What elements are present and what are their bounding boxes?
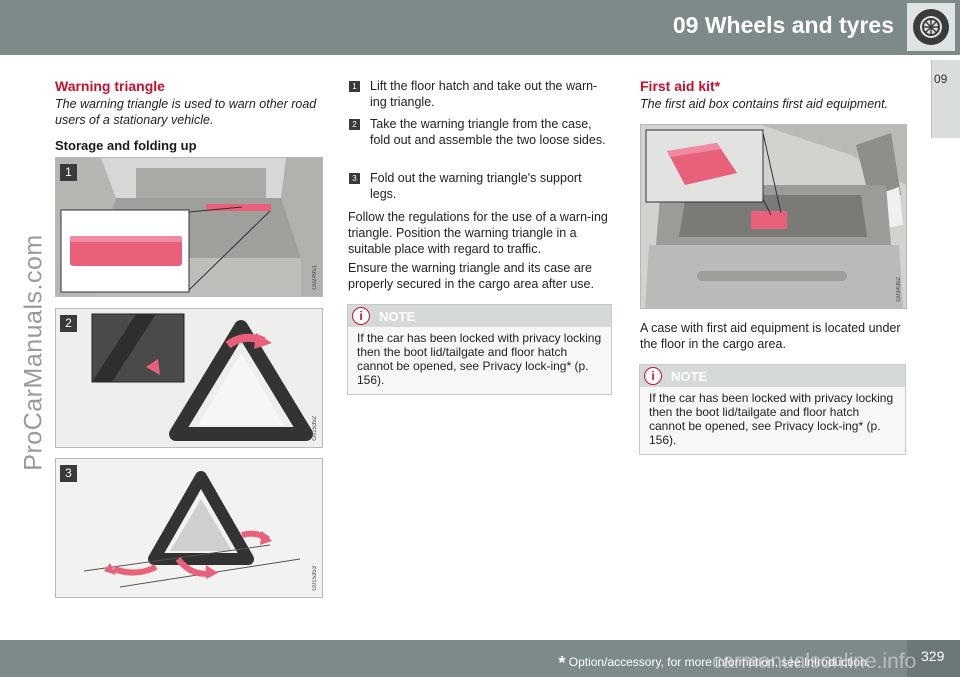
footer-watermark: carmanualsonline.info (712, 650, 917, 673)
note-header: i NOTE (640, 365, 905, 387)
section-lead: The warning triangle is used to warn oth… (55, 97, 317, 127)
chapter-title: 09 Wheels and tyres (672, 12, 894, 38)
paragraph-regulations: Follow the regulations for the use of a … (348, 210, 608, 256)
note-box: i NOTE If the car has been locked with p… (347, 304, 612, 395)
step-item: 1 Lift the floor hatch and take out the … (349, 78, 611, 110)
step-number: 2 (349, 119, 360, 130)
footer-note: * Option/accessory, for more information… (558, 650, 870, 673)
figure-1-floor-hatch: 1 G024951 (55, 157, 323, 297)
note-body: If the car has been locked with privacy … (649, 391, 894, 447)
first-aid-section: First aid kit* The first aid box contain… (640, 78, 908, 112)
wheel-tyre-icon (907, 3, 955, 51)
side-watermark: ProCarManuals.com (19, 234, 48, 471)
warning-triangle-section: Warning triangle The warning triangle is… (55, 78, 323, 153)
subheading: Storage and folding up (55, 138, 197, 153)
figure-code: G015352 (312, 416, 318, 441)
figure-step-badge: 3 (60, 465, 77, 482)
figure-step-badge: 2 (60, 315, 77, 332)
step-number: 1 (349, 81, 360, 92)
figure-code: G034362 (896, 277, 902, 302)
step-text: Fold out the warning triangle's support … (370, 171, 582, 201)
note-title: NOTE (671, 369, 708, 384)
paragraph-first-aid-location: A case with first aid equipment is locat… (640, 321, 901, 351)
side-tab-label: 09 (934, 72, 948, 86)
section-heading: First aid kit* (640, 78, 721, 94)
note-box: i NOTE If the car has been locked with p… (639, 364, 906, 455)
paragraph-secure: Ensure the warning triangle and its case… (348, 261, 594, 291)
footer-band (0, 640, 960, 677)
info-icon: i (644, 367, 662, 385)
step-item: 3 Fold out the warning triangle's suppor… (349, 170, 611, 202)
page-number-box (907, 640, 960, 677)
step-text: Lift the floor hatch and take out the wa… (370, 79, 598, 109)
step-number: 3 (349, 173, 360, 184)
info-icon: i (352, 307, 370, 325)
step-item: 2 Take the warning triangle from the cas… (349, 116, 611, 148)
section-lead: The first aid box contains first aid equ… (640, 97, 889, 111)
footer-text: Option/accessory, for more information, … (568, 655, 870, 669)
note-title: NOTE (379, 309, 416, 324)
figure-step-badge: 1 (60, 164, 77, 181)
footer-asterisk: * (558, 653, 566, 673)
figure-2-assemble-triangle: 2 G015352 (55, 308, 323, 448)
step-text: Take the warning triangle from the case,… (370, 117, 606, 147)
page-number: 329 (921, 648, 945, 664)
note-body: If the car has been locked with privacy … (357, 331, 602, 387)
figure-code: G015353 (312, 566, 318, 591)
chapter-side-tab[interactable]: 09 (931, 60, 960, 138)
section-heading: Warning triangle (55, 78, 165, 94)
figure-code: G024951 (312, 265, 318, 290)
header-band (0, 0, 960, 55)
figure-3-support-legs: 3 G015353 (55, 458, 323, 598)
note-header: i NOTE (348, 305, 611, 327)
figure-first-aid-kit: G034362 (640, 124, 907, 309)
